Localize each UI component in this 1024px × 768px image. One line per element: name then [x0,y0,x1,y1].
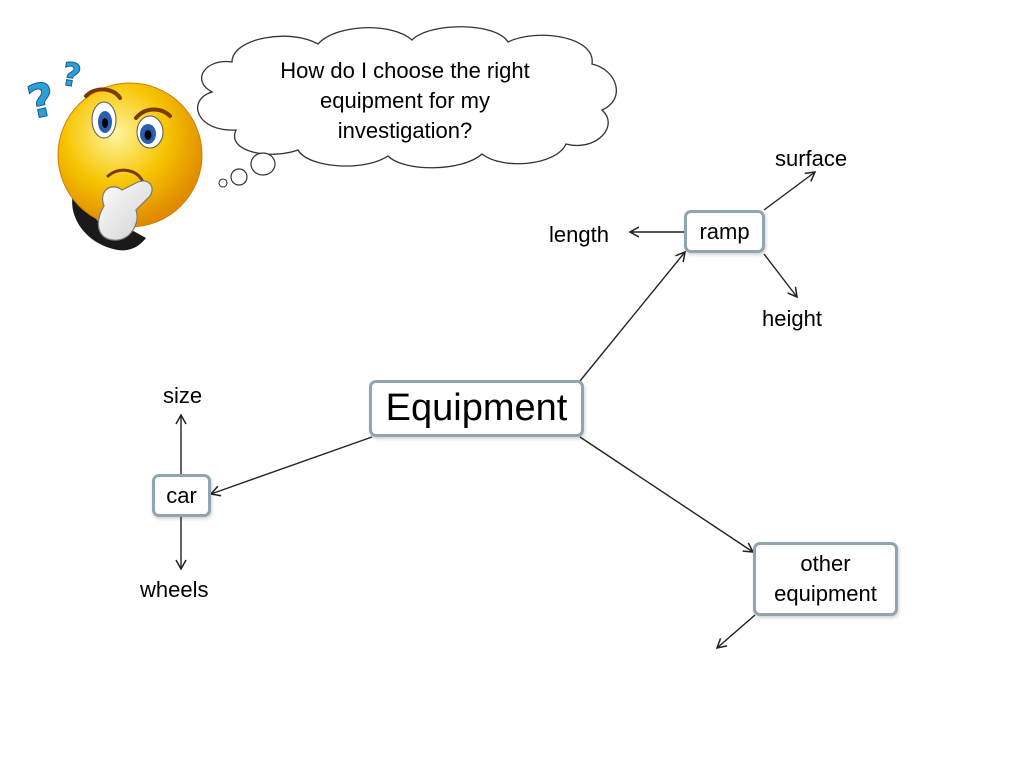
thought-line-2: equipment for my [320,88,490,113]
thought-bubble [196,26,617,188]
arrow-ramp-to-height [763,253,798,299]
node-ramp-label: ramp [699,219,750,244]
label-size: size [163,383,203,408]
arrow-other-to-unlabeled [715,614,756,650]
label-height: height [762,306,822,331]
node-equipment-label: Equipment [385,387,568,429]
svg-text:?: ? [59,55,84,96]
label-length: length [549,222,609,247]
node-equipment: Equipment [369,380,584,437]
arrow-equipment-to-car [209,436,373,497]
arrow-equipment-to-other [579,436,755,553]
thinking-face-icon [57,82,203,251]
bubble-dot-large [250,152,276,176]
label-wheels: wheels [140,577,209,602]
question-marks-icon: ? ? [22,54,84,130]
node-car-label: car [166,482,197,508]
node-other-equipment: other equipment [753,542,898,616]
node-other-label-line1: other [800,551,851,576]
node-car: car [152,474,211,517]
thought-line-3: investigation? [337,118,473,143]
connectors [175,171,817,650]
bubble-dot-small [218,178,228,188]
node-ramp: ramp [684,210,765,253]
thought-bubble-text: How do I choose the right equipment for … [245,56,565,146]
arrow-ramp-to-surface [763,171,817,211]
node-other-label-line2: equipment [774,581,877,606]
arrow-equipment-to-ramp [579,250,686,382]
thought-line-1: How do I choose the right [280,58,530,83]
svg-text:?: ? [23,71,60,129]
bubble-dot-medium [230,168,248,186]
label-surface: surface [775,146,848,171]
